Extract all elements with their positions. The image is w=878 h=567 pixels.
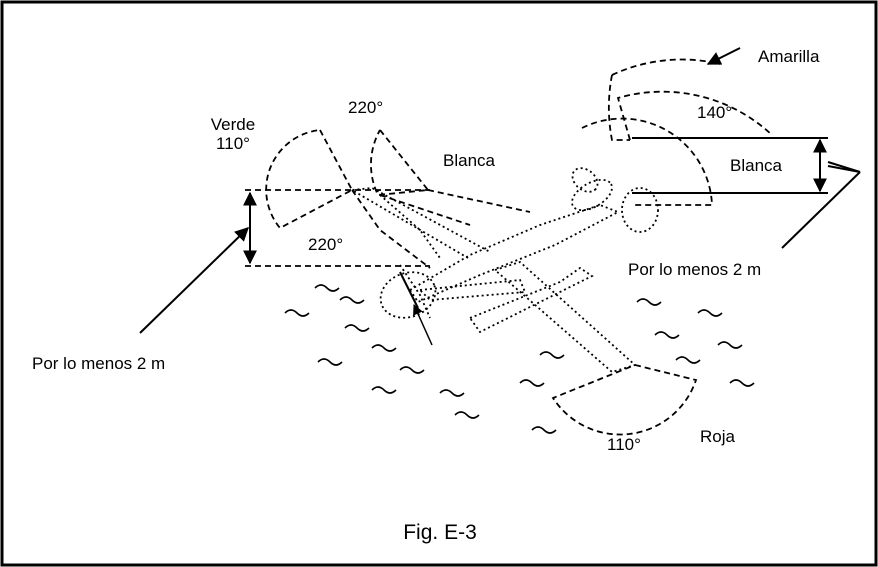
label-110-degrees-roja: 110° — [607, 435, 641, 454]
yellow-sector-arc — [616, 90, 773, 141]
pointer-line-right — [781, 171, 861, 249]
label-110-degrees-verde: 110° — [216, 134, 250, 153]
label-verde: Verde — [210, 115, 256, 134]
strut-mark — [413, 304, 433, 346]
label-220-degrees-mid: 220° — [308, 235, 344, 254]
seaplane-outline — [349, 167, 659, 374]
strut-mark — [399, 271, 419, 309]
label-220-degrees-top: 220° — [348, 98, 384, 117]
label-amarilla: Amarilla — [758, 47, 820, 66]
yellow-sector-side — [608, 74, 630, 141]
water-waves — [284, 284, 755, 434]
label-blanca-right: Blanca — [730, 156, 782, 175]
label-blanca-left: Blanca — [443, 151, 495, 170]
yellow-sector-top — [611, 58, 721, 76]
white-sector-arc-mid — [351, 189, 431, 269]
pointer-arm-lower — [827, 165, 861, 173]
label-min-2m-right: Por lo menos 2 m — [628, 260, 762, 279]
figure-caption: Fig. E-3 — [403, 521, 477, 544]
white-sector-arc-top — [370, 129, 430, 196]
red-sector-arc — [551, 364, 698, 436]
pointer-amarilla — [706, 47, 741, 65]
white-sector-arc-right — [581, 117, 713, 206]
pointer-line-left — [139, 227, 250, 334]
label-roja: Roja — [700, 427, 735, 446]
label-min-2m-left: Por lo menos 2 m — [32, 354, 166, 373]
green-sector-arc — [265, 129, 354, 230]
label-140-degrees: 140° — [697, 103, 733, 122]
white-sector-lines — [379, 189, 531, 226]
